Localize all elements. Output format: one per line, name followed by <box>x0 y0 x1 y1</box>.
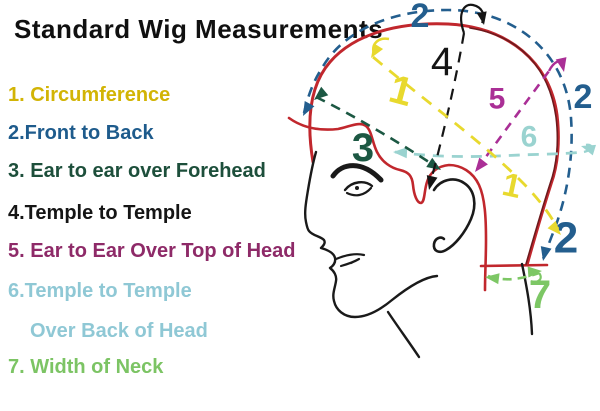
arrowhead <box>540 246 552 261</box>
measurement-number-label: 1 <box>385 67 418 115</box>
measurement-number-label: 7 <box>529 273 551 317</box>
arrowhead <box>426 157 441 170</box>
mouth-fold <box>339 257 361 268</box>
measure-front-to-back: 2 2 2 <box>302 0 593 263</box>
legend-item-circumference: 1. Circumference <box>8 84 170 107</box>
measure-temple-to-temple-back: 6 <box>393 121 596 159</box>
arrowhead <box>371 43 384 58</box>
arrowhead <box>303 101 315 116</box>
legend-label: 2.Front to Back <box>8 122 154 144</box>
legend-item-width-of-neck: 7. Width of Neck <box>8 356 163 379</box>
head-art <box>287 22 560 359</box>
arrowhead <box>485 273 500 285</box>
measurement-number-label: 3 <box>352 126 374 170</box>
arrowhead <box>555 57 567 72</box>
measurement-number-label: 1 <box>499 165 525 205</box>
legend-item-temple-to-temple-back: 6.Temple to Temple Over Back of Head <box>8 280 208 343</box>
mouth-line <box>334 253 366 261</box>
skull-shading <box>469 27 559 265</box>
legend-label: 5. Ear to Ear Over Top of Head <box>8 240 296 262</box>
measure-line <box>372 55 560 230</box>
arrowhead <box>393 147 408 159</box>
face-profile <box>303 150 439 319</box>
legend-item-temple-to-temple: 4.Temple to Temple <box>8 202 192 225</box>
measure-ear-to-ear-forehead: 3 <box>314 86 441 170</box>
arrowhead <box>426 175 438 190</box>
eye-lower-lid <box>345 186 373 197</box>
measure-line <box>302 8 573 260</box>
legend-label: 1. Circumference <box>8 84 171 106</box>
measurement-number-label: 6 <box>521 121 538 154</box>
front-hairline <box>287 116 488 292</box>
measure-ear-to-ear-top: 5 <box>475 57 567 172</box>
arrowhead <box>314 86 329 100</box>
legend-item-ear-to-ear-forehead: 3. Ear to ear over Forehead <box>8 160 266 183</box>
page-title: Standard Wig Measurements <box>14 14 384 44</box>
eye-upper-lid <box>343 181 374 192</box>
measurement-number-label: 2 <box>411 0 430 35</box>
measure-width-of-neck: 7 <box>485 266 551 317</box>
neck-back-line <box>520 262 534 336</box>
measure-line <box>315 95 439 170</box>
legend-label: 6.Temple to Temple <box>8 280 192 302</box>
measurement-number-label: 2 <box>554 214 578 263</box>
eye-pupil <box>355 186 359 190</box>
legend-label: 7. Width of Neck <box>8 356 164 378</box>
measure-line <box>428 32 466 185</box>
measure-line-tail <box>530 272 542 283</box>
nape-baseline <box>479 263 549 268</box>
legend-label-line2: Over Back of Head <box>30 320 208 342</box>
measure-temple-to-temple: 4 <box>426 3 487 190</box>
arrowhead <box>475 157 488 172</box>
legend-label: 3. Ear to ear over Forehead <box>8 160 266 182</box>
arrowhead <box>581 144 596 156</box>
eyebrow <box>330 163 384 183</box>
ear <box>432 178 476 254</box>
legend-item-ear-to-ear-top: 5. Ear to Ear Over Top of Head <box>8 240 295 263</box>
arrowhead <box>527 266 542 278</box>
legend-label: 4.Temple to Temple <box>8 202 192 224</box>
measurement-number-label: 2 <box>574 78 593 116</box>
neck-front-line <box>386 310 421 359</box>
arrowhead <box>547 220 561 235</box>
measurement-number-label: 5 <box>489 83 506 116</box>
measurement-number-label: 4 <box>431 40 453 84</box>
arrowhead <box>476 11 487 25</box>
measure-line <box>394 150 585 158</box>
legend-item-front-to-back: 2.Front to Back <box>8 122 154 145</box>
